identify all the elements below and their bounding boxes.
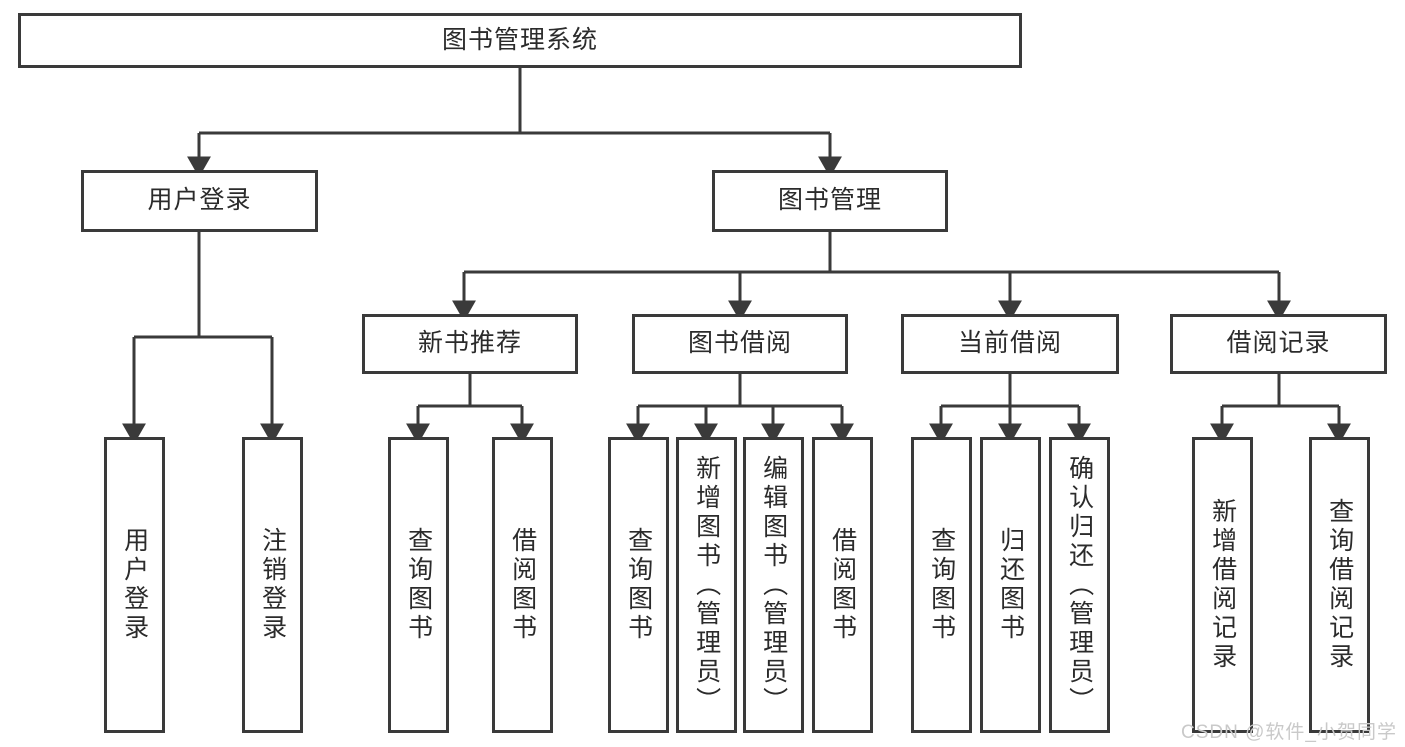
node-leaf-add-record[interactable]: 新增借阅记录 bbox=[1192, 437, 1253, 733]
node-leaf-borrow-book-1[interactable]: 借阅图书 bbox=[492, 437, 553, 733]
node-current-borrow[interactable]: 当前借阅 bbox=[901, 314, 1119, 374]
node-leaf-confirm-return[interactable]: 确认归还（管理员） bbox=[1049, 437, 1110, 733]
node-leaf-logout-login[interactable]: 注销登录 bbox=[242, 437, 303, 733]
node-root[interactable]: 图书管理系统 bbox=[18, 13, 1022, 68]
node-leaf-edit-book[interactable]: 编辑图书（管理员） bbox=[743, 437, 804, 733]
node-borrow-record[interactable]: 借阅记录 bbox=[1170, 314, 1387, 374]
node-user-login[interactable]: 用户登录 bbox=[81, 170, 318, 232]
node-book-manage[interactable]: 图书管理 bbox=[712, 170, 948, 232]
node-leaf-query-book-1[interactable]: 查询图书 bbox=[388, 437, 449, 733]
node-leaf-user-login[interactable]: 用户登录 bbox=[104, 437, 165, 733]
node-leaf-query-record[interactable]: 查询借阅记录 bbox=[1309, 437, 1370, 733]
node-leaf-add-book[interactable]: 新增图书（管理员） bbox=[676, 437, 737, 733]
node-leaf-query-book-3[interactable]: 查询图书 bbox=[911, 437, 972, 733]
node-leaf-borrow-book-2[interactable]: 借阅图书 bbox=[812, 437, 873, 733]
watermark-text: CSDN @软件_小贺同学 bbox=[1181, 722, 1397, 743]
node-book-borrow[interactable]: 图书借阅 bbox=[632, 314, 848, 374]
node-leaf-return-book[interactable]: 归还图书 bbox=[980, 437, 1041, 733]
node-leaf-query-book-2[interactable]: 查询图书 bbox=[608, 437, 669, 733]
node-new-book-recommend[interactable]: 新书推荐 bbox=[362, 314, 578, 374]
